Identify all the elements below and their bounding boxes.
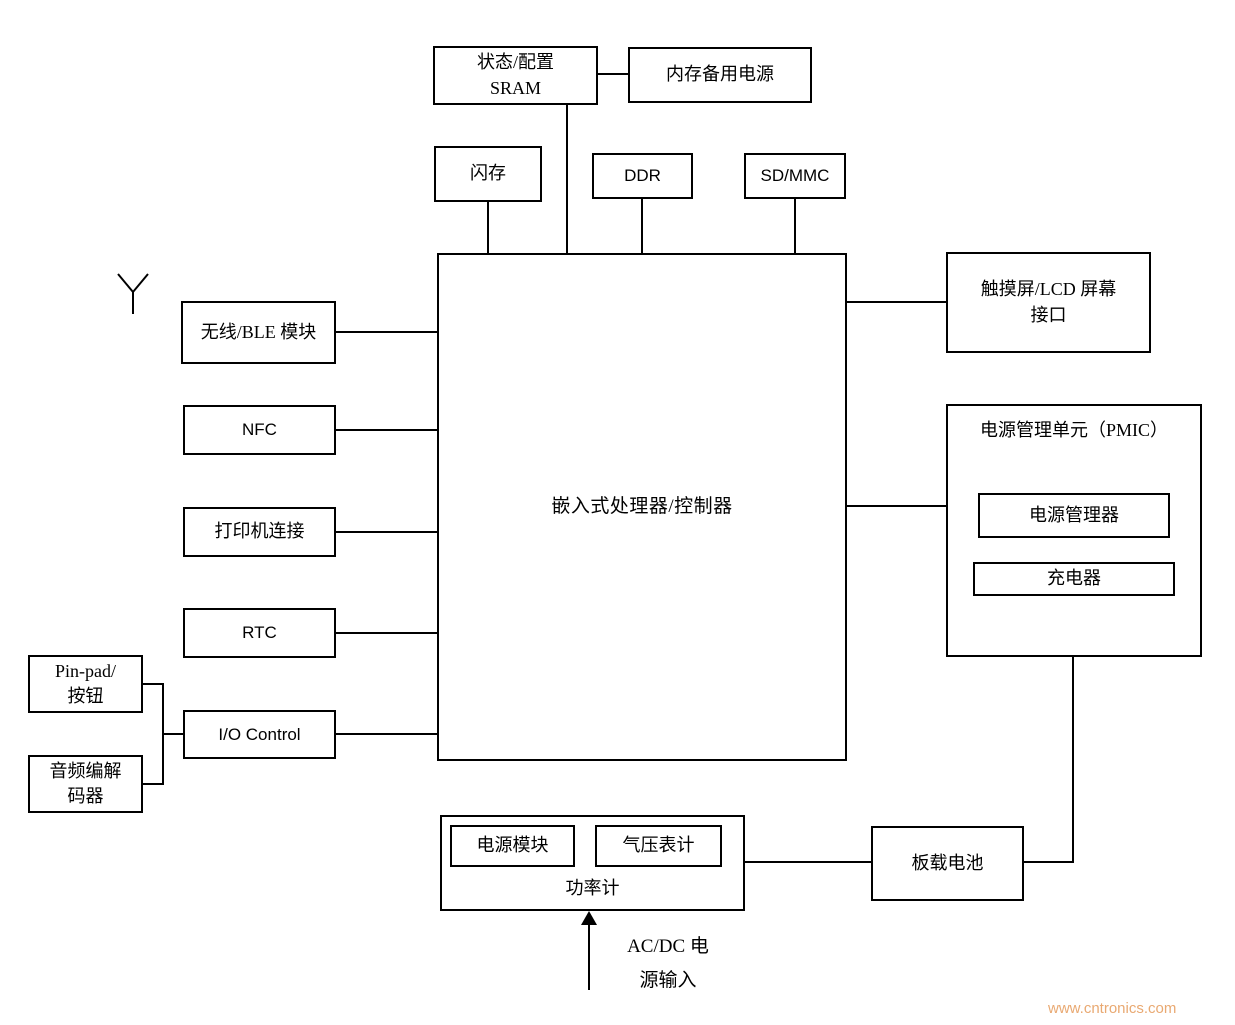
embedded-processor-box: 嵌入式处理器/控制器: [437, 253, 847, 761]
connector-cpu-pmic: [847, 505, 946, 507]
watermark: www.cntronics.com: [1048, 1000, 1177, 1017]
touchscreen-lcd-box: 触摸屏/LCD 屏幕 接口: [946, 252, 1151, 353]
onboard-battery-box: 板载电池: [871, 826, 1024, 901]
wireless-ble-box: 无线/BLE 模块: [181, 301, 336, 364]
connector-ddr-cpu: [641, 199, 643, 253]
connector-cpu-touchscreen: [847, 301, 946, 303]
audio-codec-box: 音频编解 码器: [28, 755, 143, 813]
connector-pmic-down: [1072, 657, 1074, 863]
ddr-box: DDR: [592, 153, 693, 199]
connector-bracket-io: [162, 733, 183, 735]
flash-box: 闪存: [434, 146, 542, 202]
connector-rtc-cpu: [336, 632, 437, 634]
sram-box: 状态/配置 SRAM: [433, 46, 598, 105]
connector-sram-cpu: [566, 105, 568, 253]
connector-pinpad-stub: [143, 683, 164, 685]
acdc-input-label: AC/DC 电 源输入: [627, 936, 709, 992]
rtc-box: RTC: [183, 608, 336, 658]
barometer-box: 气压表计: [595, 825, 722, 867]
connector-audio-stub: [143, 783, 164, 785]
connector-flash-cpu: [487, 202, 489, 253]
connector-io-cpu: [336, 733, 437, 735]
printer-connection-box: 打印机连接: [183, 507, 336, 557]
io-control-box: I/O Control: [183, 710, 336, 759]
connector-printer-cpu: [336, 531, 437, 533]
connector-nfc-cpu: [336, 429, 437, 431]
antenna-icon: [117, 273, 149, 314]
acdc-arrow-shaft: [588, 923, 590, 990]
pmic-title: 电源管理单元（PMIC）: [979, 420, 1168, 440]
connector-powermeter-battery: [745, 861, 871, 863]
acdc-arrow-head: [581, 911, 597, 925]
power-meter-label: 功率计: [565, 877, 620, 898]
connector-wireless-cpu: [336, 331, 437, 333]
connector-pmic-battery: [1024, 861, 1074, 863]
memory-backup-power-box: 内存备用电源: [628, 47, 812, 103]
connector-sdmmc-cpu: [794, 199, 796, 253]
nfc-box: NFC: [183, 405, 336, 455]
connector-sram-membackup: [598, 73, 628, 75]
charger-box: 充电器: [973, 562, 1175, 596]
pinpad-box: Pin-pad/ 按钮: [28, 655, 143, 713]
sdmmc-box: SD/MMC: [744, 153, 846, 199]
power-manager-box: 电源管理器: [978, 493, 1170, 538]
power-module-box: 电源模块: [450, 825, 575, 867]
